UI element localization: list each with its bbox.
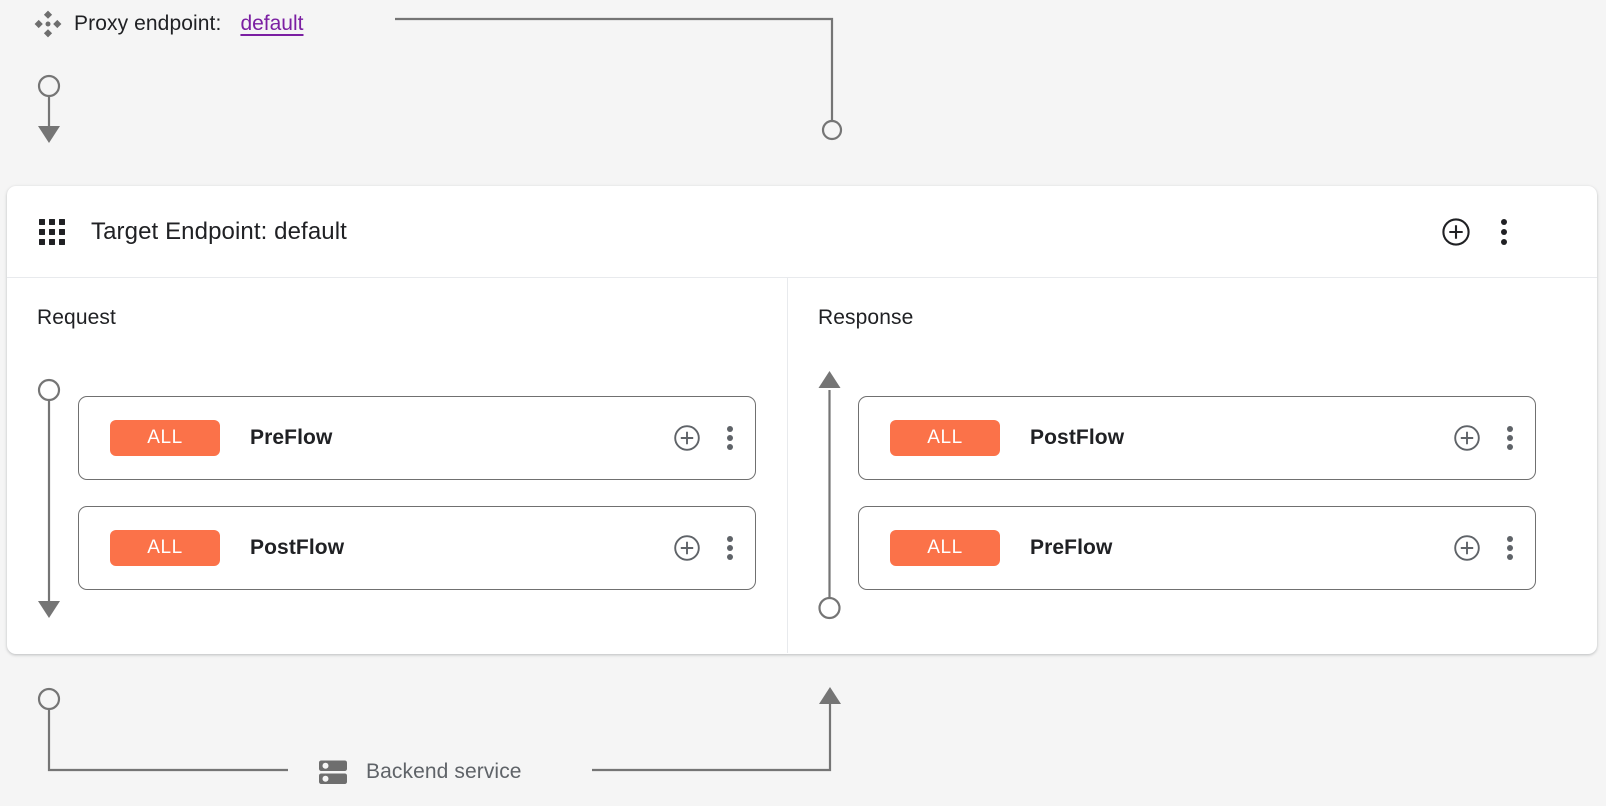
page-title: Target Endpoint: default <box>91 217 347 245</box>
more-vert-icon[interactable] <box>1507 426 1513 450</box>
request-flow-cards: ALL PreFlow <box>78 396 756 590</box>
request-column-title: Request <box>37 306 116 329</box>
flow-card-label: PostFlow <box>250 536 345 559</box>
proxy-endpoint-icon <box>34 10 62 38</box>
more-vert-icon[interactable] <box>1507 536 1513 560</box>
flow-card[interactable]: ALL PostFlow <box>858 396 1536 480</box>
target-endpoint-header: Target Endpoint: default <box>7 186 1597 278</box>
response-flow-cards: ALL PostFlow <box>858 396 1536 590</box>
status-badge: ALL <box>890 530 1000 566</box>
flow-card[interactable]: ALL PreFlow <box>858 506 1536 590</box>
status-badge: ALL <box>110 530 220 566</box>
response-column: Response ALL PostFlow <box>788 278 1597 653</box>
flow-card-actions <box>1453 534 1513 562</box>
proxy-endpoint-header: Proxy endpoint: default <box>34 5 304 43</box>
proxy-endpoint-value-link[interactable]: default <box>240 12 304 35</box>
flow-card-actions <box>673 534 733 562</box>
more-vert-icon[interactable] <box>1501 218 1507 245</box>
apps-grid-icon <box>39 218 65 245</box>
plus-circle-icon[interactable] <box>1453 534 1481 562</box>
proxy-endpoint-label: Proxy endpoint: <box>74 12 222 35</box>
column-divider <box>787 278 788 653</box>
more-vert-icon[interactable] <box>727 536 733 560</box>
plus-circle-icon[interactable] <box>673 534 701 562</box>
flow-card-label: PreFlow <box>1030 536 1113 559</box>
target-endpoint-header-actions <box>1441 217 1573 247</box>
flow-card-label: PostFlow <box>1030 426 1125 449</box>
target-endpoint-panel: Target Endpoint: default <box>7 186 1597 654</box>
backend-service-node[interactable]: Backend service <box>318 752 522 792</box>
flow-card[interactable]: ALL PreFlow <box>78 396 756 480</box>
plus-circle-icon[interactable] <box>673 424 701 452</box>
flow-card-actions <box>1453 424 1513 452</box>
request-column: Request ALL PreFlow <box>7 278 787 653</box>
flow-card-actions <box>673 424 733 452</box>
backend-service-label: Backend service <box>366 760 522 783</box>
plus-circle-icon[interactable] <box>1453 424 1481 452</box>
status-badge: ALL <box>890 420 1000 456</box>
flow-columns: Request ALL PreFlow <box>7 278 1597 653</box>
plus-circle-icon[interactable] <box>1441 217 1471 247</box>
status-badge: ALL <box>110 420 220 456</box>
response-column-title: Response <box>818 306 914 329</box>
flow-card[interactable]: ALL PostFlow <box>78 506 756 590</box>
flow-card-label: PreFlow <box>250 426 333 449</box>
more-vert-icon[interactable] <box>727 426 733 450</box>
server-rack-icon <box>318 757 348 787</box>
